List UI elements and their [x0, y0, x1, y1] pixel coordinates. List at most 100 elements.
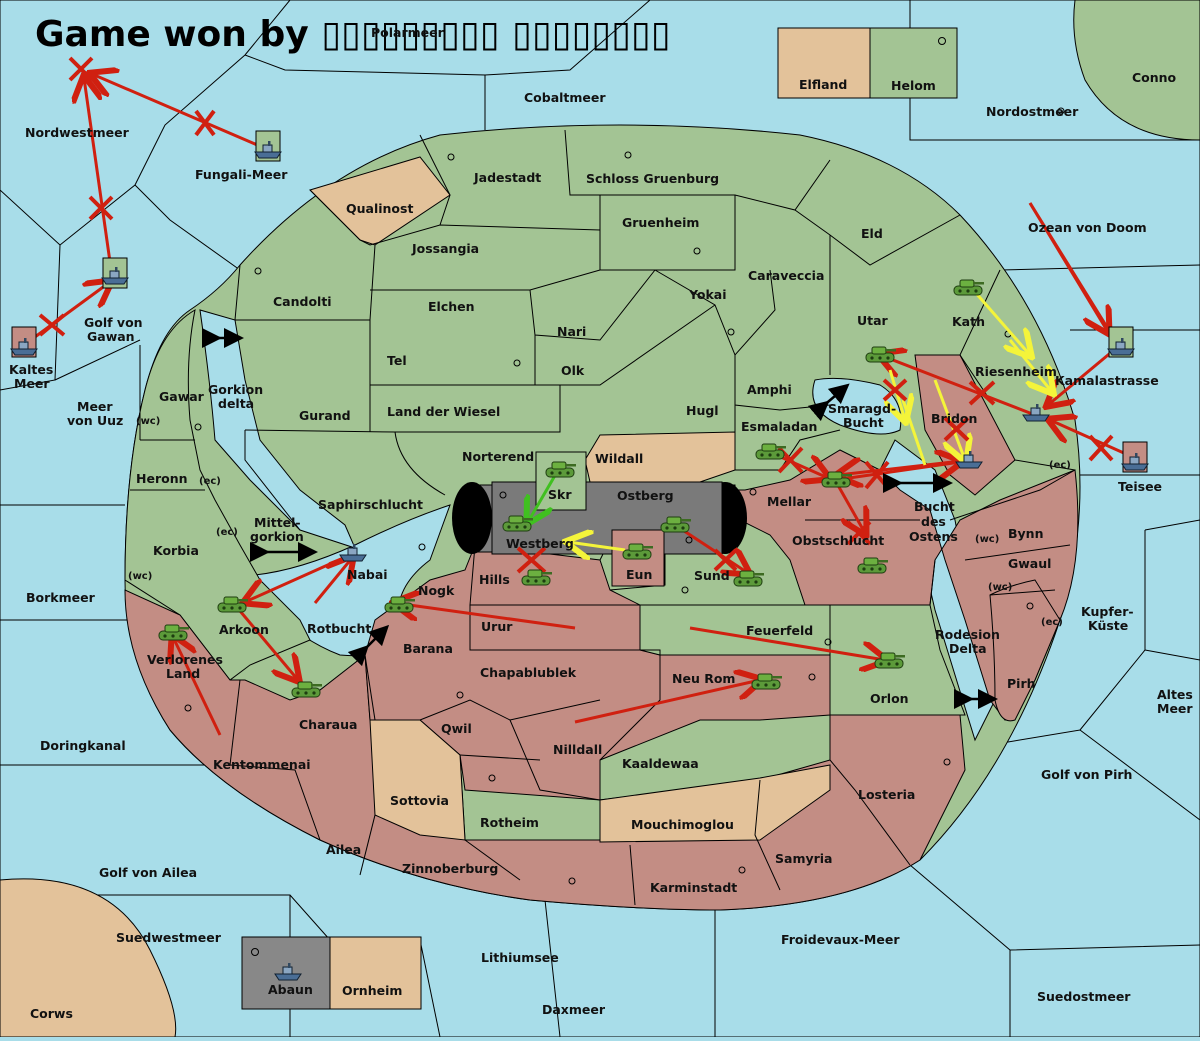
prov-jossangia: Jossangia — [411, 241, 479, 256]
prov-ailea: Ailea — [326, 842, 361, 857]
prov-hills: Hills — [479, 572, 510, 587]
prov-losteria: Losteria — [858, 787, 915, 802]
sea-nordwestmeer: Nordwestmeer — [25, 125, 130, 140]
prov-schloss: Schloss Gruenburg — [586, 171, 719, 186]
prov-jadestadt: Jadestadt — [473, 170, 541, 185]
sea-cobaltmeer: Cobaltmeer — [524, 90, 606, 105]
prov-urur: Urur — [481, 619, 513, 634]
prov-gurand: Gurand — [299, 408, 351, 423]
sea-froidevaux: Froidevaux-Meer — [781, 932, 900, 947]
sea-suedwestmeer: Suedwestmeer — [116, 930, 222, 945]
prov-charaua: Charaua — [299, 717, 357, 732]
sea-mittel-1: Mittel- — [254, 515, 301, 530]
sea-teisee: Teisee — [1118, 479, 1162, 494]
sea-lithiumsee: Lithiumsee — [481, 950, 559, 965]
prov-bynn: Bynn — [1008, 526, 1043, 541]
sea-borkmeer: Borkmeer — [26, 590, 96, 605]
prov-heronn: Heronn — [136, 471, 188, 486]
prov-gwaul: Gwaul — [1008, 556, 1051, 571]
prov-skr: Skr — [548, 487, 572, 502]
prov-korbia: Korbia — [153, 543, 199, 558]
prov-arkoon: Arkoon — [219, 622, 269, 637]
coast-gwaul-wc: (wc) — [988, 582, 1012, 593]
sea-fungali: Fungali-Meer — [195, 167, 288, 182]
sea-ozean-doom: Ozean von Doom — [1028, 220, 1147, 235]
coast-heronn-ec: (ec) — [199, 476, 221, 487]
prov-barana: Barana — [403, 641, 453, 656]
sea-meer-uuz-1: Meer — [77, 399, 113, 414]
sea-golf-pirh: Golf von Pirh — [1041, 767, 1132, 782]
sea-kupfer-1: Kupfer- — [1081, 604, 1134, 619]
coast-bynn-wc: (wc) — [975, 534, 999, 545]
prov-elchen: Elchen — [428, 299, 475, 314]
prov-sottovia: Sottovia — [390, 793, 449, 808]
prov-pirh: Pirh — [1007, 676, 1036, 691]
prov-karminstadt: Karminstadt — [650, 880, 737, 895]
prov-verlorenes-1: Verlorenes — [147, 652, 223, 667]
prov-nilldall: Nilldall — [553, 742, 602, 757]
prov-yokai: Yokai — [688, 287, 727, 302]
prov-neu-rom: Neu Rom — [672, 671, 735, 686]
prov-candolti: Candolti — [273, 294, 332, 309]
sea-golf-gawan-2: Gawan — [87, 329, 135, 344]
prov-samyria: Samyria — [775, 851, 833, 866]
coast-gawar-wc: (wc) — [136, 416, 160, 427]
legend-elfland-label: Elfland — [799, 77, 847, 92]
sea-gorkion-2: delta — [218, 396, 254, 411]
prov-amphi: Amphi — [747, 382, 792, 397]
prov-gruenheim: Gruenheim — [622, 215, 699, 230]
prov-esmaladan: Esmaladan — [741, 419, 817, 434]
prov-westberg: Westberg — [506, 536, 574, 551]
prov-mouchimoglou: Mouchimoglou — [631, 817, 734, 832]
sea-mittel-2: gorkion — [250, 529, 304, 544]
sea-golf-gawan-1: Golf von — [84, 315, 143, 330]
prov-olk: Olk — [561, 363, 585, 378]
sea-kaltes-1: Kaltes — [9, 362, 53, 377]
legend-ornheim-swatch — [330, 937, 421, 1009]
sea-bucht-ostens-2: des — [921, 514, 946, 529]
game-result-title: Game won by ▯▯▯▯▯▯▯▯▯ ▯▯▯▯▯▯▯▯ — [35, 14, 671, 55]
sea-conno: Conno — [1132, 70, 1177, 85]
sea-rotbucht: Rotbucht — [307, 621, 371, 636]
sea-bucht-ostens-3: Ostens — [909, 529, 958, 544]
prov-rotheim: Rotheim — [480, 815, 539, 830]
prov-verlorenes-2: Land — [166, 666, 200, 681]
prov-utar: Utar — [857, 313, 889, 328]
sea-bucht-ostens-1: Bucht — [914, 499, 955, 514]
prov-mellar: Mellar — [767, 494, 812, 509]
prov-nogk: Nogk — [418, 583, 455, 598]
prov-qwil: Qwil — [441, 721, 472, 736]
prov-land-wiesel: Land der Wiesel — [387, 404, 500, 419]
sea-rodesion-1: Rodesion — [935, 627, 1000, 642]
prov-orlon: Orlon — [870, 691, 909, 706]
sea-gorkion-1: Gorkion — [208, 382, 263, 397]
sea-corws: Corws — [30, 1006, 73, 1021]
sea-altes-1: Altes — [1157, 687, 1193, 702]
sea-golf-ailea: Golf von Ailea — [99, 865, 197, 880]
prov-eun: Eun — [626, 567, 652, 582]
prov-kath: Kath — [952, 314, 985, 329]
sea-meer-uuz-2: von Uuz — [67, 413, 123, 428]
coast-riesenheim-ec: (ec) — [1049, 460, 1071, 471]
sea-smaragd-2: Bucht — [843, 415, 884, 430]
prov-gawar: Gawar — [159, 389, 205, 404]
sea-doringkanal: Doringkanal — [40, 738, 126, 753]
fortress-west-gate — [452, 482, 492, 554]
prov-wildall: Wildall — [595, 451, 643, 466]
prov-nari: Nari — [557, 324, 586, 339]
prov-norterend: Norterend — [462, 449, 534, 464]
prov-zinnoberburg: Zinnoberburg — [402, 861, 498, 876]
coast-pirh-ec: (ec) — [1041, 617, 1063, 628]
prov-kentommenai: Kentommenai — [213, 757, 311, 772]
sea-smaragd-1: Smaragd- — [828, 401, 896, 416]
prov-feuerfeld: Feuerfeld — [746, 623, 813, 638]
prov-qualinost: Qualinost — [346, 201, 413, 216]
prov-tel: Tel — [387, 353, 407, 368]
sea-nordostmeer: Nordostmeer — [986, 104, 1079, 119]
prov-obstschlucht: Obstschlucht — [792, 533, 884, 548]
sea-kaltes-2: Meer — [14, 376, 50, 391]
prov-ostberg: Ostberg — [617, 488, 674, 503]
sea-polarmeer: Polarmeer — [371, 25, 445, 40]
